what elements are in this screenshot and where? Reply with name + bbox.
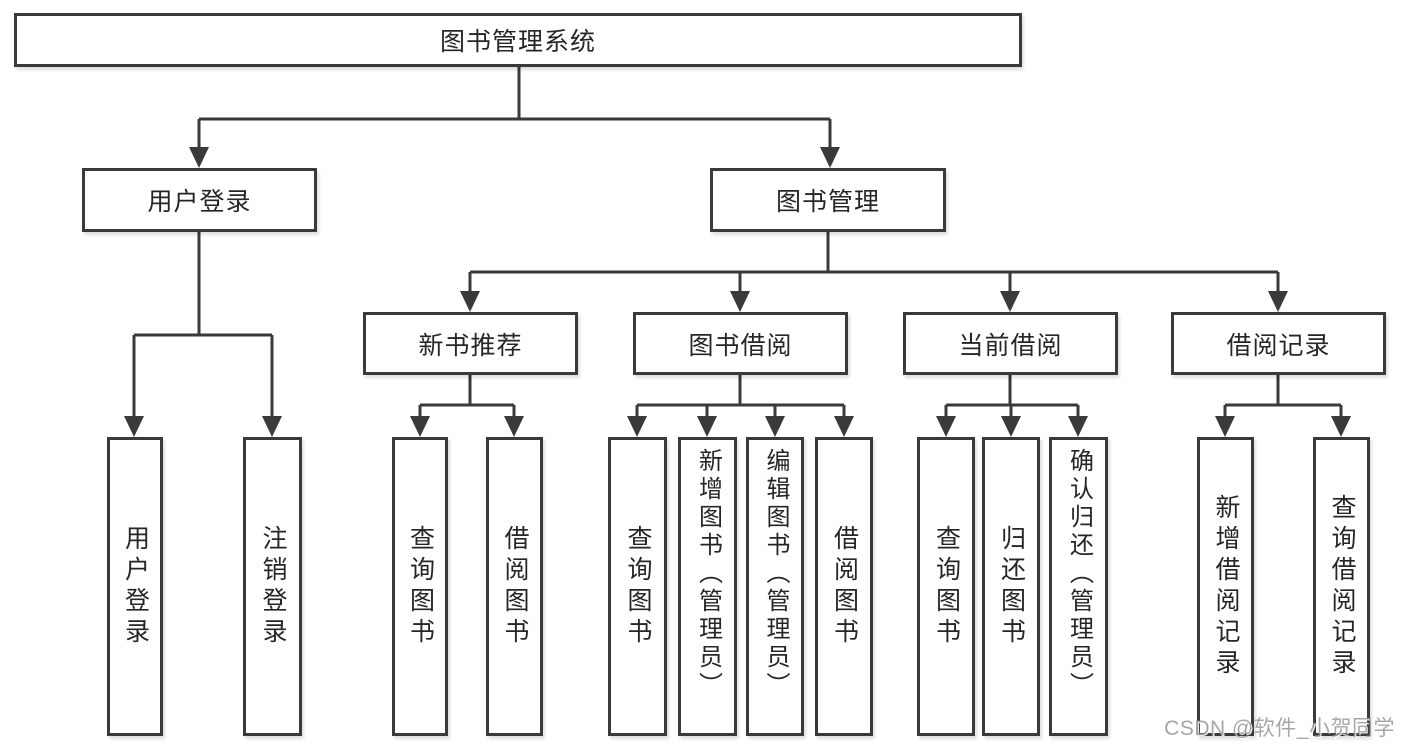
arrowheads bbox=[124, 147, 1351, 437]
arrow-down-icon bbox=[697, 416, 717, 437]
node-leaf-query-books-recommend: 查询图书 bbox=[392, 437, 448, 736]
node-leaf-confirm-return-admin: 确认归还（管理员） bbox=[1049, 437, 1108, 736]
node-book-management: 图书管理 bbox=[710, 168, 946, 232]
arrow-down-icon bbox=[262, 416, 282, 437]
node-leaf-query-books-borrowing: 查询图书 bbox=[608, 437, 667, 736]
node-library-management-system: 图书管理系统 bbox=[14, 13, 1022, 67]
node-leaf-add-borrow-record: 新增借阅记录 bbox=[1197, 437, 1254, 736]
arrow-down-icon bbox=[1215, 416, 1235, 437]
arrow-down-icon bbox=[124, 416, 144, 437]
node-leaf-borrow-books-recommend: 借阅图书 bbox=[486, 437, 543, 736]
arrow-down-icon bbox=[627, 416, 647, 437]
arrow-down-icon bbox=[820, 147, 840, 168]
node-leaf-return-books: 归还图书 bbox=[982, 437, 1040, 736]
node-leaf-query-borrow-record: 查询借阅记录 bbox=[1313, 437, 1370, 736]
node-leaf-query-books-current: 查询图书 bbox=[917, 437, 975, 736]
arrow-down-icon bbox=[189, 147, 209, 168]
csdn-watermark: CSDN @软件_小贺同学 bbox=[1164, 717, 1395, 740]
node-leaf-borrow-books-borrowing: 借阅图书 bbox=[815, 437, 873, 736]
arrow-down-icon bbox=[1000, 291, 1020, 312]
node-leaf-edit-books-admin: 编辑图书（管理员） bbox=[746, 437, 804, 736]
arrow-down-icon bbox=[936, 416, 956, 437]
arrow-down-icon bbox=[460, 291, 480, 312]
arrow-down-icon bbox=[834, 416, 854, 437]
arrow-down-icon bbox=[765, 416, 785, 437]
arrow-down-icon bbox=[1331, 416, 1351, 437]
node-leaf-add-books-admin: 新增图书（管理员） bbox=[678, 437, 737, 736]
node-borrowing-records: 借阅记录 bbox=[1171, 312, 1386, 375]
node-user-login: 用户登录 bbox=[82, 168, 317, 232]
arrow-down-icon bbox=[504, 416, 524, 437]
arrow-down-icon bbox=[730, 291, 750, 312]
arrow-down-icon bbox=[410, 416, 430, 437]
node-book-borrowing: 图书借阅 bbox=[633, 312, 848, 375]
node-leaf-logout: 注销登录 bbox=[243, 437, 302, 736]
arrow-down-icon bbox=[1068, 416, 1088, 437]
arrow-down-icon bbox=[1268, 291, 1288, 312]
node-new-book-recommend: 新书推荐 bbox=[363, 312, 578, 375]
node-leaf-user-login: 用户登录 bbox=[107, 437, 163, 736]
node-current-borrowing: 当前借阅 bbox=[903, 312, 1118, 375]
arrow-down-icon bbox=[1001, 416, 1021, 437]
connector-lines bbox=[132, 67, 1343, 417]
